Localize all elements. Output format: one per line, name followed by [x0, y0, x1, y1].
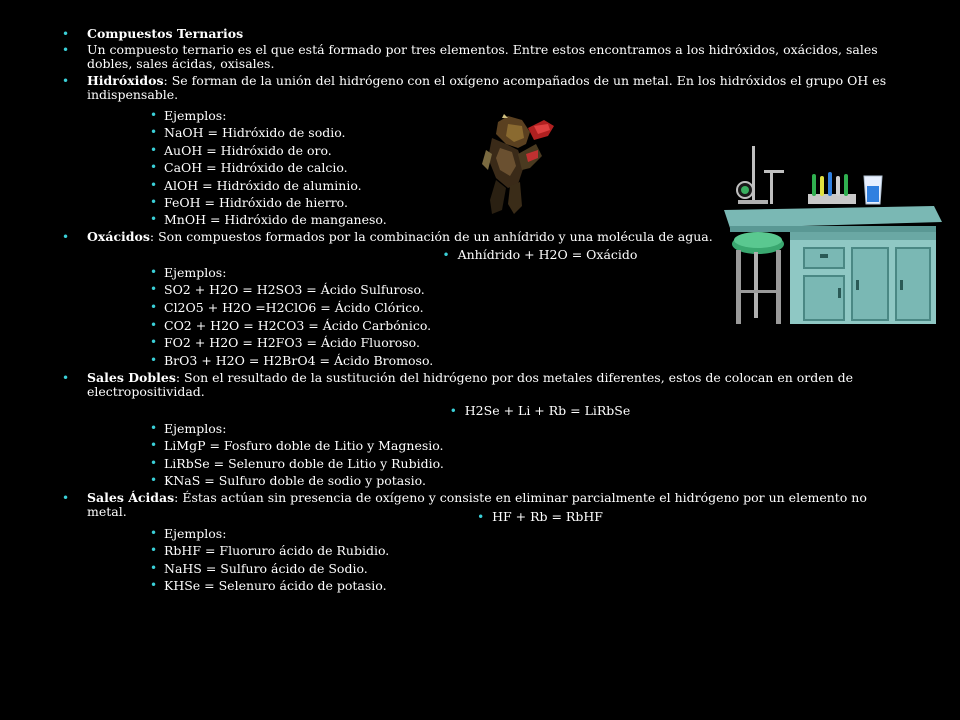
bullet-icon: •: [150, 195, 158, 209]
bullet-icon: •: [150, 421, 158, 435]
bullet-icon: •: [150, 561, 158, 575]
example-text: Cl2O5 + H2O =H2ClO6 = Ácido Clórico.: [164, 300, 424, 315]
sales-acidas-text: Sales Ácidas: Éstas actúan sin presencia…: [87, 491, 887, 519]
examples-label: Ejemplos:: [164, 108, 227, 123]
bullet-icon: •: [150, 265, 158, 279]
sales-acidas-desc: : Éstas actúan sin presencia de oxígeno …: [87, 490, 867, 519]
example-text: AuOH = Hidróxido de oro.: [164, 143, 332, 158]
bullet-icon: •: [150, 438, 158, 452]
bullet-icon: •: [62, 43, 70, 57]
example-text: SO2 + H2O = H2SO3 = Ácido Sulfuroso.: [164, 282, 425, 297]
bullet-icon: •: [150, 282, 158, 296]
example-text: KNaS = Sulfuro doble de sodio y potasio.: [164, 473, 426, 488]
bullet-icon: •: [150, 353, 158, 367]
creature-illustration: [482, 114, 554, 214]
example-text: FeOH = Hidróxido de hierro.: [164, 195, 348, 210]
bullet-icon: •: [150, 578, 158, 592]
sales-dobles-formula: H2Se + Li + Rb = LiRbSe: [464, 403, 631, 418]
oxacidos-term: Oxácidos: [87, 229, 150, 244]
example-text: KHSe = Selenuro ácido de potasio.: [164, 578, 387, 593]
example-text: AlOH = Hidróxido de aluminio.: [164, 178, 362, 193]
hidroxidos-term: Hidróxidos: [87, 73, 164, 88]
sales-dobles-desc: : Son el resultado de la sustitución del…: [87, 370, 854, 399]
sales-dobles-text: Sales Dobles: Son el resultado de la sus…: [87, 371, 887, 399]
example-text: MnOH = Hidróxido de manganeso.: [164, 212, 387, 227]
bullet-icon: •: [62, 230, 70, 244]
example-text: LiRbSe = Selenuro doble de Litio y Rubid…: [164, 456, 444, 471]
bullet-icon: •: [442, 248, 450, 262]
example-text: NaOH = Hidróxido de sodio.: [164, 125, 346, 140]
bullet-icon: •: [150, 543, 158, 557]
bullet-icon: •: [477, 510, 485, 524]
sales-acidas-term: Sales Ácidas: [87, 490, 175, 505]
example-text: BrO3 + H2O = H2BrO4 = Ácido Bromoso.: [164, 353, 434, 368]
sales-dobles-term: Sales Dobles: [87, 370, 176, 385]
intro-text: Un compuesto ternario es el que está for…: [87, 42, 878, 71]
oxacidos-formula: Anhídrido + H2O = Oxácido: [457, 247, 638, 262]
oxacidos-desc: : Son compuestos formados por la combina…: [149, 229, 713, 244]
bullet-icon: •: [150, 335, 158, 349]
bullet-icon: •: [150, 212, 158, 226]
example-text: LiMgP = Fosfuro doble de Litio y Magnesi…: [164, 438, 444, 453]
lab-bench-illustration: [724, 146, 942, 324]
bullet-icon: •: [150, 473, 158, 487]
bullet-icon: •: [62, 491, 70, 505]
examples-label: Ejemplos:: [164, 265, 227, 280]
hidroxidos-desc: : Se forman de la unión del hidrógeno co…: [87, 73, 887, 102]
example-text: CaOH = Hidróxido de calcio.: [164, 160, 348, 175]
bullet-icon: •: [62, 74, 70, 88]
bullet-icon: •: [150, 108, 158, 122]
bullet-icon: •: [150, 160, 158, 174]
hidroxidos-text: Hidróxidos: Se forman de la unión del hi…: [87, 74, 887, 102]
example-text: NaHS = Sulfuro ácido de Sodio.: [164, 561, 368, 576]
bullet-icon: •: [150, 125, 158, 139]
bullet-icon: •: [150, 300, 158, 314]
bullet-icon: •: [62, 371, 70, 385]
heading-text: Compuestos Ternarios: [87, 27, 887, 41]
oxacidos-text: Oxácidos: Son compuestos formados por la…: [87, 230, 887, 244]
example-text: FO2 + H2O = H2FO3 = Ácido Fluoroso.: [164, 335, 420, 350]
examples-label: Ejemplos:: [164, 526, 227, 541]
bullet-icon: •: [62, 27, 70, 41]
bullet-icon: •: [150, 526, 158, 540]
heading-bold: Compuestos Ternarios: [87, 26, 244, 41]
example-text: CO2 + H2O = H2CO3 = Ácido Carbónico.: [164, 318, 432, 333]
example-text: RbHF = Fluoruro ácido de Rubidio.: [164, 543, 390, 558]
bullet-icon: •: [150, 143, 158, 157]
bullet-icon: •: [449, 404, 457, 418]
sales-acidas-formula: HF + Rb = RbHF: [492, 509, 603, 524]
examples-label: Ejemplos:: [164, 421, 227, 436]
bullet-icon: •: [150, 318, 158, 332]
bullet-icon: •: [150, 456, 158, 470]
bullet-icon: •: [150, 178, 158, 192]
